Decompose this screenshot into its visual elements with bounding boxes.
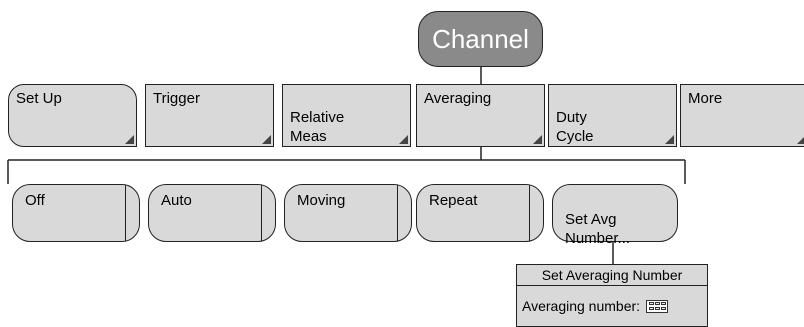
menu-averaging-key[interactable]: Averaging xyxy=(416,84,545,147)
submenu-indicator-icon xyxy=(665,135,674,144)
submenu-repeat-label: Repeat xyxy=(429,192,478,209)
submenu-indicator-icon xyxy=(125,135,134,144)
submenu-indicator-icon xyxy=(797,135,804,144)
menu-averaging-label: Averaging xyxy=(424,90,492,107)
key-divider xyxy=(125,185,126,241)
averaging-number-row: Averaging number: xyxy=(522,298,669,314)
channel-label: Channel xyxy=(432,23,529,54)
menu-duty-cycle-label: Duty Cycle xyxy=(556,109,594,145)
key-divider xyxy=(529,185,530,241)
menu-relative-meas-key[interactable]: Relative Meas xyxy=(282,84,411,147)
averaging-number-label: Averaging number: xyxy=(522,298,641,314)
key-divider xyxy=(397,185,398,241)
submenu-auto-label: Auto xyxy=(161,192,192,209)
submenu-set-avg-number-label: Set Avg Number... xyxy=(565,211,631,247)
submenu-set-avg-number-key[interactable]: Set Avg Number... xyxy=(552,184,678,247)
menu-relative-meas-label: Relative Meas xyxy=(290,109,345,145)
menu-trigger-label: Trigger xyxy=(153,90,200,107)
submenu-indicator-icon xyxy=(262,135,271,144)
submenu-off-label: Off xyxy=(25,192,45,209)
menu-more-label: More xyxy=(688,90,723,107)
set-averaging-number-dialog: Set Averaging Number Averaging number: xyxy=(516,264,708,327)
menu-duty-cycle-key[interactable]: Duty Cycle xyxy=(548,84,677,147)
menu-setup-key[interactable]: Set Up xyxy=(8,84,137,147)
menu-setup-label: Set Up xyxy=(16,90,62,107)
submenu-off-key[interactable]: Off xyxy=(12,184,140,242)
submenu-indicator-icon xyxy=(399,135,408,144)
numeric-keypad-icon[interactable] xyxy=(646,299,669,313)
submenu-moving-key[interactable]: Moving xyxy=(284,184,412,242)
menu-trigger-key[interactable]: Trigger xyxy=(145,84,274,147)
key-divider xyxy=(261,185,262,241)
dialog-title: Set Averaging Number xyxy=(517,265,707,286)
submenu-auto-key[interactable]: Auto xyxy=(148,184,276,242)
submenu-repeat-key[interactable]: Repeat xyxy=(416,184,544,242)
submenu-moving-label: Moving xyxy=(297,192,346,209)
menu-more-key[interactable]: More xyxy=(680,84,804,147)
submenu-indicator-icon xyxy=(533,135,542,144)
channel-button[interactable]: Channel xyxy=(418,11,543,67)
